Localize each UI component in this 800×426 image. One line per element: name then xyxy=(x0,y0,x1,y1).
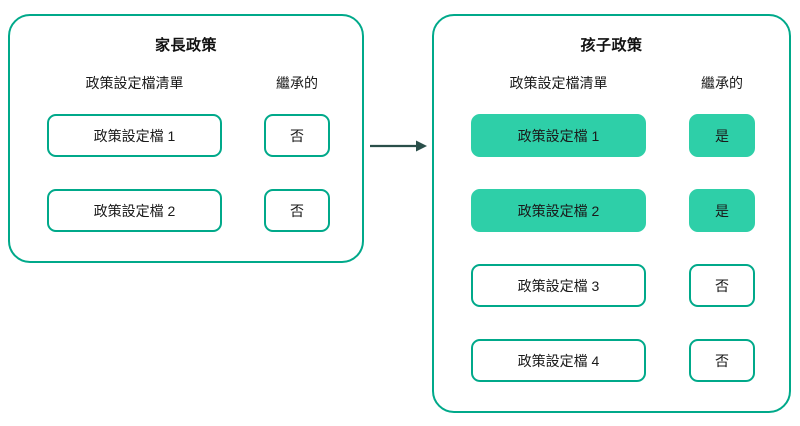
child-policy-title: 孩子政策 xyxy=(580,37,643,54)
parent-policy-profile-1[interactable]: 政策設定檔 1 xyxy=(47,114,222,157)
child-inherited-value-3[interactable]: 否 xyxy=(689,264,755,307)
child-policy-profile-2[interactable]: 政策設定檔 2 xyxy=(471,189,646,232)
parent-policy-row: 政策設定檔 2 否 xyxy=(10,189,362,232)
child-inherited-value-1[interactable]: 是 xyxy=(689,114,755,157)
parent-header-inherited: 繼承的 xyxy=(276,75,318,91)
parent-policy-panel: 家長政策 政策設定檔清單 繼承的 政策設定檔 1 否政策設定檔 2 否 xyxy=(8,14,364,263)
parent-inherited-value-2[interactable]: 否 xyxy=(264,189,330,232)
parent-inherited-value-1[interactable]: 否 xyxy=(264,114,330,157)
parent-policy-profile-2[interactable]: 政策設定檔 2 xyxy=(47,189,222,232)
inheritance-arrow-icon xyxy=(370,140,427,152)
parent-header-profile-list: 政策設定檔清單 xyxy=(85,75,184,91)
child-policy-row: 政策設定檔 3 否 xyxy=(434,264,789,307)
parent-column-headers: 政策設定檔清單 繼承的 xyxy=(10,73,362,93)
parent-policy-title: 家長政策 xyxy=(154,37,217,54)
child-header-profile-list: 政策設定檔清單 xyxy=(509,75,608,91)
child-column-headers: 政策設定檔清單 繼承的 xyxy=(434,73,789,93)
child-policy-row: 政策設定檔 2 是 xyxy=(434,189,789,232)
child-policy-profile-4[interactable]: 政策設定檔 4 xyxy=(471,339,646,382)
child-policy-profile-3[interactable]: 政策設定檔 3 xyxy=(471,264,646,307)
child-policy-profile-1[interactable]: 政策設定檔 1 xyxy=(471,114,646,157)
child-policy-row: 政策設定檔 4 否 xyxy=(434,339,789,382)
child-header-inherited: 繼承的 xyxy=(701,75,743,91)
child-policy-row: 政策設定檔 1 是 xyxy=(434,114,789,157)
parent-policy-rows: 政策設定檔 1 否政策設定檔 2 否 xyxy=(10,16,362,261)
parent-policy-row: 政策設定檔 1 否 xyxy=(10,114,362,157)
child-inherited-value-4[interactable]: 否 xyxy=(689,339,755,382)
child-inherited-value-2[interactable]: 是 xyxy=(689,189,755,232)
